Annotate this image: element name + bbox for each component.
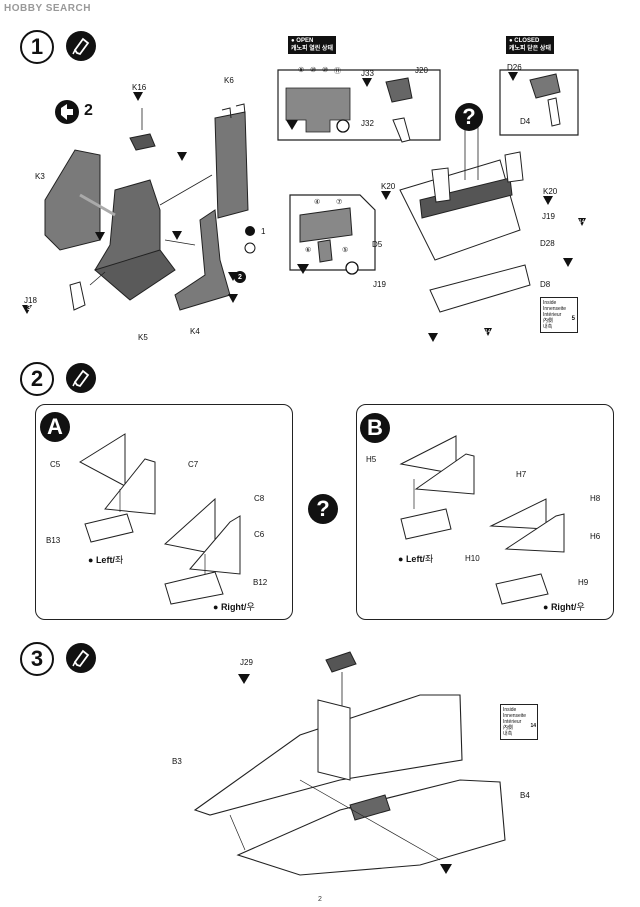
color-code-2: 2 [238, 274, 242, 281]
dial-number: ⑧ [298, 67, 305, 74]
inside-code: 14 [530, 723, 536, 729]
inside-line: Innenseite [503, 713, 527, 719]
option-question-icon: ? [455, 103, 483, 131]
right-ko: 우 [576, 602, 585, 612]
label-k6: K6 [224, 76, 234, 85]
cement-icon [66, 643, 96, 673]
label-k5: K5 [138, 333, 148, 342]
inside-line: 내측 [543, 324, 553, 330]
closed-heading-ko: 캐노피 닫은 상태 [509, 46, 551, 52]
dial-number: ⑦ [336, 199, 343, 206]
dial-number: ⑥ [305, 247, 312, 254]
cement-icon [66, 31, 96, 61]
subassembly-number: 2 [84, 102, 93, 119]
label-k20-left: K20 [381, 182, 396, 191]
closed-heading-en: ● CLOSED [509, 38, 540, 44]
left-ko: 좌 [114, 555, 124, 565]
right-label-a: ● Right/우 [213, 602, 255, 612]
color-code-3: 3 [27, 305, 31, 312]
label-c7: C7 [188, 460, 199, 469]
right-ko: 우 [246, 602, 255, 612]
label-d8: D8 [540, 280, 551, 289]
label-d5: D5 [372, 240, 383, 249]
inside-line: Intérieur [543, 312, 562, 318]
label-b12: B12 [253, 578, 268, 587]
open-heading-ko: 캐노피 열린 상태 [291, 46, 333, 52]
label-j19-right: J19 [542, 212, 555, 221]
left-ko: 좌 [424, 554, 434, 564]
star-code: 1 [261, 227, 266, 236]
panel-a-letter: A [40, 412, 70, 442]
label-b3: B3 [172, 757, 182, 766]
step-3-number: 3 [20, 642, 54, 676]
right-text: Right/ [220, 602, 247, 612]
dial-number: ⑩ [310, 67, 317, 74]
inside-line: 내측 [503, 731, 513, 737]
panel-b-letter: B [360, 413, 390, 443]
step-1-number: 1 [20, 30, 54, 64]
label-c6: C6 [254, 530, 265, 539]
open-heading-en: ● OPEN [291, 38, 314, 44]
inside-line: 內側 [543, 318, 554, 324]
label-d26: D26 [507, 63, 522, 72]
panel-b [356, 404, 614, 620]
step3-nose-drawing [193, 651, 506, 876]
label-d4: D4 [520, 117, 531, 126]
option-question-icon: ? [308, 494, 338, 524]
color-code-14: 14 [485, 329, 491, 335]
cement-icon [66, 363, 96, 393]
dial-number: ⑪ [334, 68, 341, 75]
watermark: HOBBY SEARCH [4, 3, 91, 14]
label-h7: H7 [516, 470, 527, 479]
label-h9: H9 [578, 578, 589, 587]
inside-code: 5 [571, 316, 575, 322]
label-j33: J33 [361, 69, 374, 78]
left-label-a: ● Left/좌 [88, 555, 124, 565]
inside-line: Inside [503, 707, 517, 713]
label-h5: H5 [366, 455, 377, 464]
label-c8: C8 [254, 494, 265, 503]
closed-canopy-heading: ● CLOSED 캐노피 닫은 상태 [506, 36, 554, 54]
label-k4: K4 [190, 327, 200, 336]
subassembly-icon [55, 100, 79, 124]
inside-line: 內側 [503, 725, 514, 731]
label-h8: H8 [590, 494, 601, 503]
label-j19-left: J19 [373, 280, 386, 289]
open-canopy-heading: ● OPEN 캐노피 열린 상태 [288, 36, 336, 54]
panel-b-drawing [399, 435, 565, 605]
dial-number: ⑤ [342, 247, 349, 254]
page-number: 2 [318, 896, 322, 903]
label-k16: K16 [132, 83, 147, 92]
label-j29: J29 [240, 658, 253, 667]
inside-note-step3: Inside Innenseite Intérieur 內側 내측 14 [500, 704, 538, 740]
label-h6: H6 [590, 532, 601, 541]
dial-number: ⑩ [322, 67, 329, 74]
label-h10: H10 [465, 554, 480, 563]
color-code-14: 14 [579, 219, 585, 225]
label-j20: J20 [415, 66, 428, 75]
left-label-b: ● Left/좌 [398, 554, 434, 564]
label-d28: D28 [540, 239, 555, 248]
label-k3: K3 [35, 172, 45, 181]
paint-markers-step1 [22, 72, 586, 342]
inside-note-step1: Inside Innenseite Intérieur 內側 내측 5 [540, 297, 578, 333]
inside-line: Inside [543, 300, 557, 306]
inside-line: Innenseite [543, 306, 567, 312]
step1-seat-drawing [44, 69, 579, 313]
dial-number: ④ [314, 199, 321, 206]
label-b13: B13 [46, 536, 61, 545]
step-2-number: 2 [20, 362, 54, 396]
right-text: Right/ [550, 602, 577, 612]
panel-a-drawing [79, 433, 241, 605]
label-k20-right: K20 [543, 187, 558, 196]
label-j32: J32 [361, 119, 374, 128]
left-text: Left/ [405, 554, 425, 564]
label-b4: B4 [520, 791, 530, 800]
label-j18: J18 [24, 296, 37, 305]
label-c5: C5 [50, 460, 61, 469]
left-text: Left/ [95, 555, 115, 565]
panel-a [35, 404, 293, 620]
right-label-b: ● Right/우 [543, 602, 585, 612]
inside-line: Intérieur [503, 719, 522, 725]
